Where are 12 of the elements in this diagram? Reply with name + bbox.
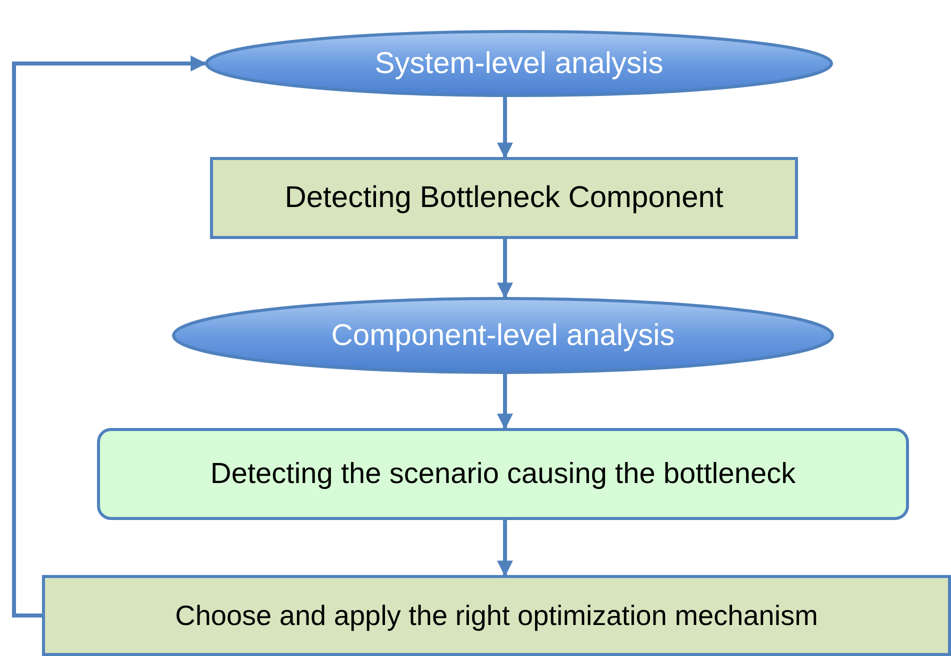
process-box [97, 428, 909, 520]
arrow [497, 374, 513, 430]
node-label: Choose and apply the right optimization mechanism [175, 600, 818, 632]
node-label: System-level analysis [374, 46, 664, 80]
arrow [497, 239, 513, 299]
node-label: Detecting the scenario causing the bottleneck [210, 458, 796, 490]
arrow [497, 520, 513, 577]
node-label: Detecting Bottleneck Component [284, 181, 724, 215]
process-box [42, 575, 951, 656]
process-box [210, 157, 798, 239]
arrow [497, 97, 513, 159]
node-label: Component-level analysis [331, 318, 675, 352]
